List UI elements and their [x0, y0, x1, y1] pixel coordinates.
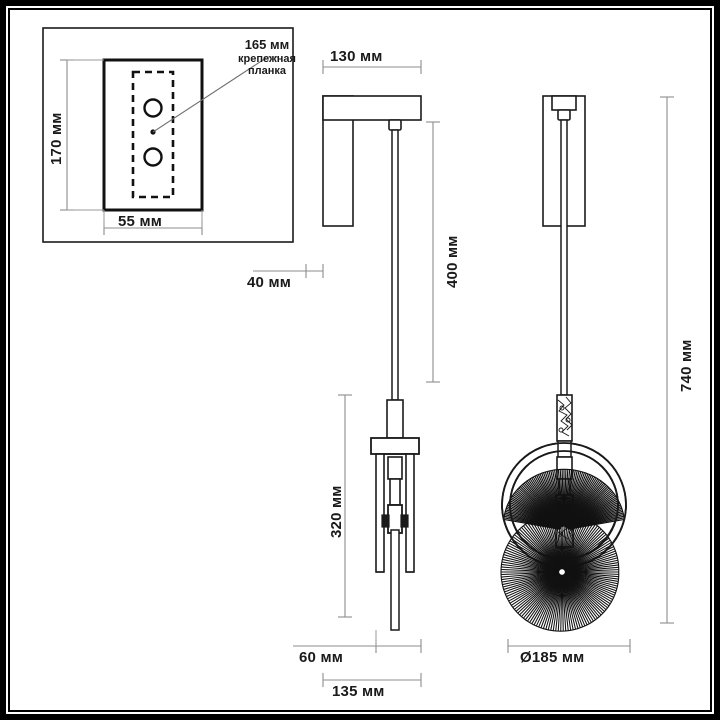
decorative-ring-overlay-left-inner [509, 450, 565, 546]
fan-ray [507, 544, 560, 572]
dim-label-170: 170 мм [48, 112, 65, 165]
fan-ray [522, 573, 561, 619]
fan-ray [508, 542, 560, 572]
callout-line-planka: планка [247, 64, 286, 77]
fan-ray [524, 574, 561, 621]
dim-label-185: Ø185 мм [520, 649, 585, 666]
fan-ray [508, 572, 560, 602]
fan-ray [555, 574, 563, 632]
side-shade-cap [370, 437, 420, 455]
mounting-plate-outline [102, 58, 204, 212]
fan-ray [562, 574, 577, 630]
side-shade-skirt-right [405, 453, 415, 573]
front-mount-cap [551, 95, 577, 111]
fan-rim [500, 512, 620, 632]
callout-line-krepezhnaya: крепежная [238, 52, 296, 65]
fan-ray [550, 574, 562, 631]
bracket-dashed-outline [131, 70, 175, 199]
front-cable-connector [557, 109, 571, 121]
fan-ray [561, 574, 567, 631]
fan-ray [511, 538, 560, 571]
dim-label-320: 320 мм [328, 485, 345, 538]
fan-ray [562, 514, 574, 570]
fan-ray [503, 572, 560, 590]
dim-label-60: 60 мм [299, 649, 344, 666]
screw-hole-lower [143, 147, 163, 167]
fan-ray [540, 515, 562, 570]
callout-mounting-plate: 165 мм крепежная планка [238, 37, 296, 77]
technical-drawing-svg [42, 27, 674, 687]
decorative-ring-overlay-inner [563, 450, 619, 547]
dim-label-130: 130 мм [330, 48, 383, 65]
fan-ray [501, 571, 560, 583]
fan-shade-lower [500, 512, 620, 632]
fan-rim [503, 468, 625, 520]
dim-label-400: 400 мм [444, 235, 461, 288]
fan-ray [521, 573, 561, 617]
side-horizontal-arm [322, 95, 422, 121]
callout-leader-line [152, 57, 267, 133]
side-socket-upper [387, 456, 403, 480]
screw-hole-upper [143, 98, 163, 118]
crystal-texture-upper [557, 396, 573, 437]
side-socket-collar-right [400, 514, 409, 528]
fan-ray [509, 573, 560, 604]
fan-ray [545, 574, 562, 630]
fan-ray [529, 521, 561, 570]
fan-shade-upper [503, 468, 625, 530]
fan-ray [501, 571, 560, 578]
fan-ray [502, 556, 560, 572]
fan-ray [514, 534, 560, 571]
side-socket-collar-left [381, 514, 390, 528]
fan-ray [519, 528, 561, 571]
fan-ray [504, 572, 560, 593]
fan-ray [538, 574, 562, 628]
decorative-ring-overlay [563, 442, 627, 553]
fan-ray [547, 513, 562, 570]
fan-ray [535, 517, 562, 570]
fan-ray [542, 515, 562, 570]
dim-label-740: 740 мм [678, 339, 695, 392]
fan-ray [531, 519, 561, 570]
fan-ray [521, 527, 561, 571]
fan-ray [515, 573, 561, 612]
fan-ray [517, 530, 561, 571]
side-socket-lower [387, 504, 403, 534]
fan-ray [522, 525, 561, 571]
dim-label-55: 55 мм [118, 213, 163, 230]
fan-ray [552, 513, 563, 570]
side-lower-stem [390, 529, 400, 631]
fan-ray [501, 563, 560, 573]
side-shade-neck [386, 399, 404, 439]
fan-ray [503, 554, 560, 572]
fan-ray [557, 512, 563, 570]
fan-ray [561, 512, 564, 570]
decorative-ring-overlay-left [501, 442, 565, 552]
callout-line-165: 165 мм [244, 37, 290, 52]
drawing-canvas: 170 мм 55 мм 165 мм крепежная планка 130… [10, 10, 710, 710]
fan-ray [560, 574, 563, 632]
side-cable-connector [388, 119, 402, 131]
fan-ray [506, 572, 560, 598]
fan-ray [542, 574, 562, 629]
fan-ray [505, 549, 560, 572]
fan-ray [501, 568, 560, 573]
fan-ray [533, 574, 562, 626]
fan-ray [512, 573, 560, 608]
side-suspension-rod [391, 129, 399, 401]
front-suspension-cable [560, 119, 568, 396]
dim-label-135: 135 мм [332, 683, 385, 700]
fan-ray [519, 573, 561, 616]
side-shade-skirt-left [375, 453, 385, 573]
side-socket-mid [389, 478, 401, 506]
dim-label-40: 40 мм [247, 274, 292, 291]
